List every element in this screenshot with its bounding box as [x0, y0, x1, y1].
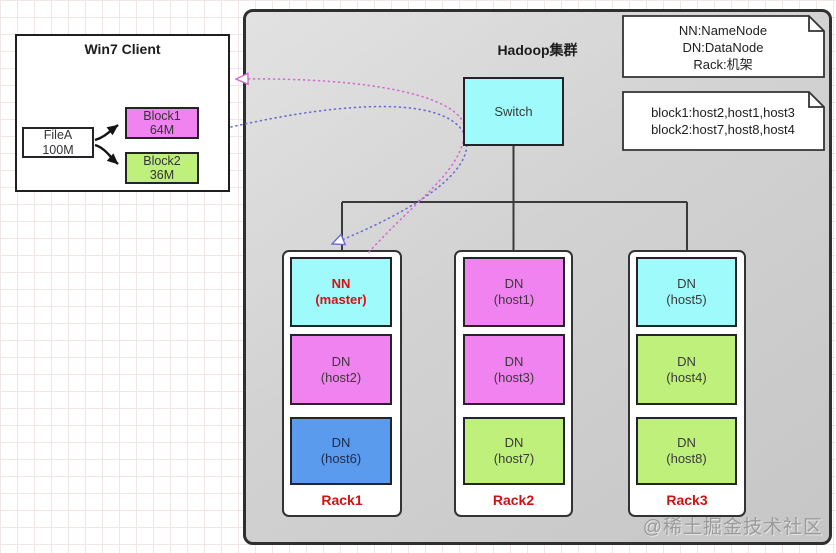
- node-host6-line1: DN: [331, 435, 351, 450]
- node-host1-line1: DN: [504, 276, 524, 291]
- node-dn-host1: DN (host1): [463, 257, 565, 327]
- node-host8-line2: (host8): [666, 451, 707, 466]
- filea-box: FileA 100M: [22, 127, 94, 158]
- block2-box: Block2 36M: [125, 152, 199, 184]
- node-host8-line1: DN: [677, 435, 696, 450]
- node-host5-line2: (host5): [666, 292, 707, 307]
- filea-size: 100M: [42, 142, 74, 157]
- node-host3-line2: (host3): [493, 369, 535, 385]
- note-legend-text: NN:NameNode DN:DataNode Rack:机架: [628, 22, 818, 73]
- node-nn-master: NN (master): [290, 257, 392, 327]
- node-dn-host7: DN (host7): [463, 417, 565, 485]
- node-dn-host8: DN (host8): [636, 417, 737, 485]
- node-host2-line2: (host2): [320, 369, 362, 385]
- node-dn-host6: DN (host6): [290, 417, 392, 485]
- filea-name: FileA: [43, 128, 73, 142]
- switch-box: Switch: [463, 77, 564, 146]
- node-dn-host4: DN (host4): [636, 334, 737, 405]
- node-nn-line2: (master): [315, 292, 367, 307]
- block2-name: Block2: [143, 153, 181, 168]
- node-host1-line2: (host1): [493, 292, 535, 307]
- hadoop-cluster-title: Hadoop集群: [497, 42, 578, 58]
- node-host5-line1: DN: [677, 276, 696, 291]
- file-split-arrows: [94, 124, 119, 165]
- node-dn-host2: DN (host2): [290, 334, 392, 405]
- node-dn-host3: DN (host3): [463, 334, 565, 405]
- note-blocks-line1: block1:host2,host1,host3: [651, 105, 795, 120]
- node-nn-line1: NN: [331, 276, 351, 291]
- network-tree-lines: [341, 146, 688, 250]
- node-host6-line2: (host6): [320, 451, 362, 466]
- win7-client-title: Win7 Client: [84, 41, 161, 57]
- note-blocks-line2: block2:host7,host8,host4: [651, 122, 795, 137]
- node-host2-line1: DN: [331, 353, 351, 369]
- node-dn-host5: DN (host5): [636, 257, 737, 327]
- node-host7-line1: DN: [504, 435, 524, 450]
- rack3-label: Rack3: [666, 492, 708, 508]
- note-legend-line1: NN:NameNode: [678, 23, 768, 38]
- namenode-to-client-dotted-arrow: [236, 79, 466, 253]
- note-legend-line3: Rack:机架: [693, 57, 753, 72]
- block2-size: 36M: [149, 168, 175, 182]
- node-host3-line1: DN: [504, 353, 524, 369]
- watermark-text: @稀土掘金技术社区: [642, 517, 823, 538]
- note-blocks-text: block1:host2,host1,host3 block2:host7,ho…: [628, 104, 818, 138]
- note-legend-line2: DN:DataNode: [682, 40, 764, 55]
- block1-size: 64M: [149, 123, 175, 137]
- rack2-label: Rack2: [492, 492, 535, 508]
- node-host4-line1: DN: [677, 353, 696, 369]
- node-host7-line2: (host7): [493, 451, 535, 466]
- note-blocks-shape: [622, 91, 825, 151]
- client-to-namenode-dotted-arrow: [230, 105, 468, 244]
- switch-label: Switch: [494, 103, 533, 119]
- node-host4-line2: (host4): [666, 369, 707, 385]
- rack1-label: Rack1: [321, 492, 363, 508]
- note-legend-shape: [622, 15, 825, 78]
- block1-name: Block1: [143, 108, 181, 123]
- block1-box: Block1 64M: [125, 107, 199, 139]
